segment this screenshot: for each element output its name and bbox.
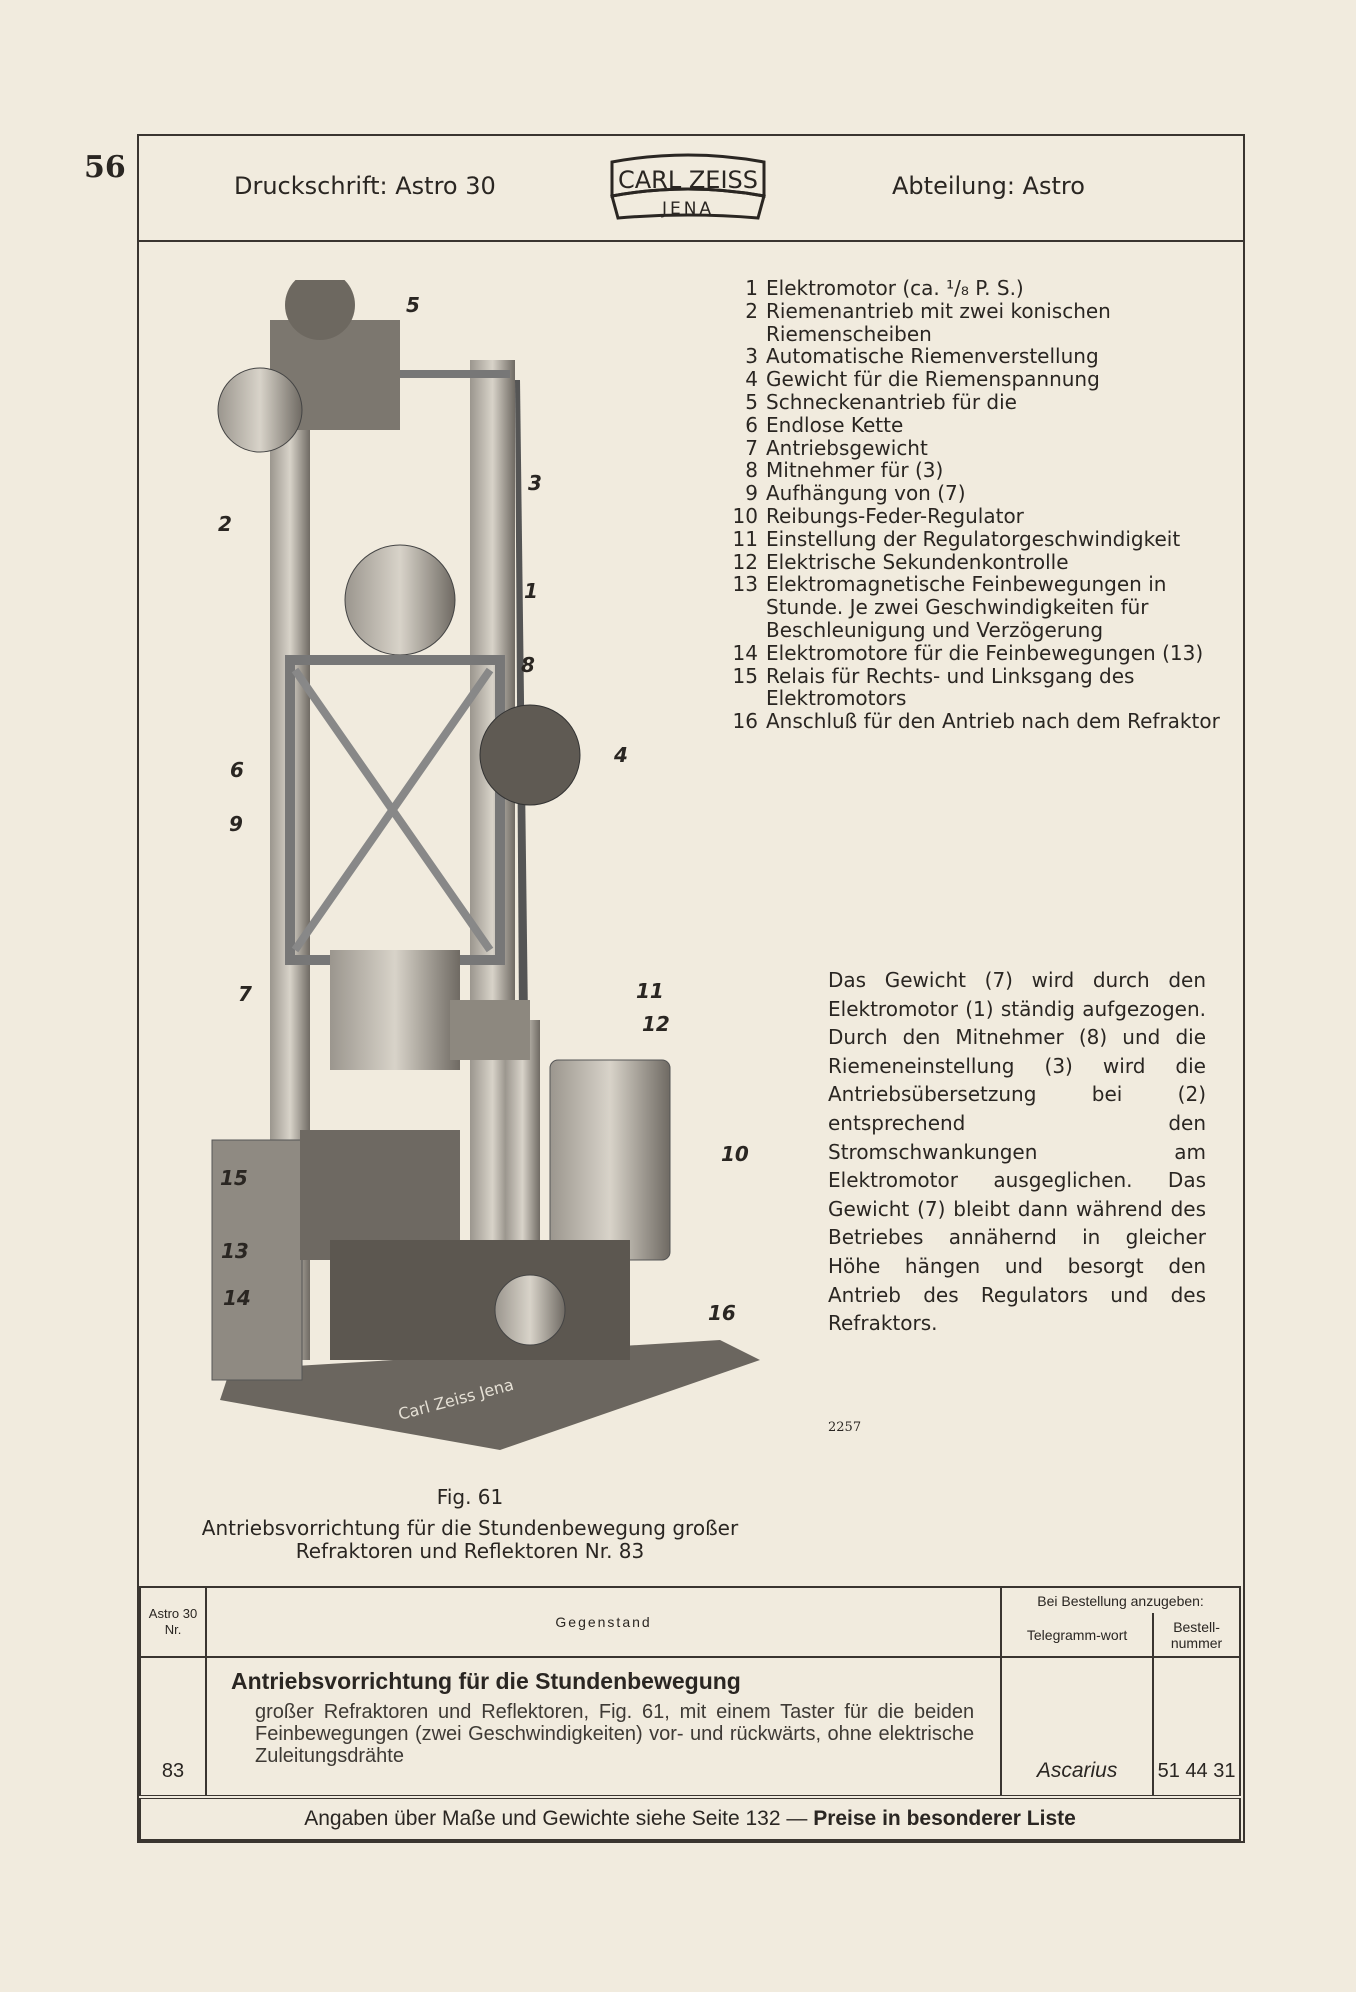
part-number: 14 bbox=[732, 640, 758, 665]
part-label: Riemenantrieb mit zwei konischen Riemens… bbox=[766, 298, 1111, 346]
callout-15: 15 bbox=[220, 1166, 248, 1190]
svg-text:CARL ZEISS: CARL ZEISS bbox=[618, 166, 758, 194]
part-label: Antriebsgewicht bbox=[766, 435, 928, 460]
parts-list-item: 13 Elektromagnetische Feinbewegungen in S… bbox=[728, 572, 1238, 642]
figure-caption-text: Antriebsvorrichtung für die Stundenbeweg… bbox=[201, 1516, 739, 1563]
footer-text: Angaben über Maße und Gewichte siehe Sei… bbox=[304, 1807, 814, 1830]
figure-label: Fig. 61 bbox=[436, 1485, 504, 1509]
telegram-word: Ascarius bbox=[1000, 1656, 1155, 1798]
part-number: 13 bbox=[732, 572, 758, 597]
part-number: 2 bbox=[745, 298, 758, 323]
parts-list-item: 8 Mitnehmer für (3) bbox=[728, 459, 1238, 482]
callout-8: 8 bbox=[521, 653, 535, 677]
print-reference: Druckschrift: Astro 30 bbox=[234, 172, 496, 200]
part-label: Endlose Kette bbox=[766, 412, 904, 437]
table-row: 83 Antriebsvorrichtung für die Stundenbe… bbox=[139, 1656, 1241, 1798]
part-number: 4 bbox=[745, 367, 758, 392]
part-number: 3 bbox=[745, 344, 758, 369]
order-number: 51 44 31 bbox=[1152, 1656, 1241, 1798]
parts-list-item: 9 Aufhängung von (7) bbox=[728, 482, 1238, 505]
callout-4: 4 bbox=[614, 743, 628, 767]
part-number: 16 bbox=[732, 709, 758, 734]
page-number: 56 bbox=[84, 150, 126, 185]
part-label: Elektromagnetische Feinbewegungen in Stu… bbox=[766, 572, 1167, 642]
part-number: 7 bbox=[745, 435, 758, 460]
item-number: 83 bbox=[139, 1656, 207, 1798]
part-label: Elektromotore für die Feinbewegungen (13… bbox=[766, 640, 1204, 665]
footer-note: Angaben über Maße und Gewichte siehe Sei… bbox=[139, 1795, 1241, 1841]
order-table: Astro 30 Nr. Gegenstand Bei Bestellung a… bbox=[139, 1586, 1241, 1841]
machine-photo: Carl Zeiss Jena bbox=[211, 280, 760, 1450]
department: Abteilung: Astro bbox=[892, 172, 1085, 200]
callout-9: 9 bbox=[229, 812, 243, 836]
parts-list-item: 7 Antriebsgewicht bbox=[728, 435, 1238, 460]
parts-list-item: 15 Relais für Rechts- und Linksgang des E… bbox=[728, 663, 1238, 711]
col-header-item: Gegenstand bbox=[204, 1586, 1003, 1658]
part-number: 12 bbox=[732, 549, 758, 574]
callout-13: 13 bbox=[221, 1239, 249, 1263]
svg-text:JENA: JENA bbox=[661, 199, 714, 219]
parts-list-item: 1 Elektromotor (ca. ¹/₈ P. S.) bbox=[728, 277, 1238, 300]
part-label: Anschluß für den Antrieb nach dem Refrak… bbox=[766, 709, 1220, 734]
part-number: 9 bbox=[745, 481, 758, 506]
callout-12: 12 bbox=[642, 1012, 670, 1036]
part-label: Gewicht für die Riemenspannung bbox=[766, 367, 1100, 392]
part-number: 1 bbox=[745, 276, 758, 300]
col-header-telegram: Telegramm-wort bbox=[1000, 1613, 1155, 1658]
part-label: Elektromotor (ca. ¹/₈ P. S.) bbox=[766, 276, 1024, 300]
footer-price-note: Preise in besonderer Liste bbox=[813, 1807, 1076, 1830]
callout-7: 7 bbox=[238, 982, 252, 1006]
callout-11: 11 bbox=[636, 979, 664, 1003]
callout-5: 5 bbox=[406, 293, 420, 317]
part-number: 10 bbox=[732, 503, 758, 528]
item-title: Antriebsvorrichtung für die Stundenbeweg… bbox=[231, 1668, 741, 1694]
parts-list-item: 11 Einstellung der Regulatorgeschwindigke… bbox=[728, 526, 1238, 551]
part-label: Schneckenantrieb für die bbox=[766, 389, 1017, 414]
part-number: 15 bbox=[732, 663, 758, 688]
callout-14: 14 bbox=[223, 1286, 251, 1310]
header-divider bbox=[137, 240, 1243, 242]
parts-list-item: 2 Riemenantrieb mit zwei konischen Riemen… bbox=[728, 298, 1238, 346]
part-label: Aufhängung von (7) bbox=[766, 481, 966, 506]
page-frame bbox=[137, 134, 1245, 1843]
part-label: Mitnehmer für (3) bbox=[766, 458, 944, 483]
part-label: Reibungs-Feder-Regulator bbox=[766, 503, 1024, 528]
col-header-nr: Astro 30 Nr. bbox=[139, 1586, 207, 1658]
parts-list-item: 3 Automatische Riemenverstellung bbox=[728, 345, 1238, 368]
callout-1: 1 bbox=[524, 579, 538, 603]
callout-2: 2 bbox=[218, 512, 232, 536]
part-number: 8 bbox=[745, 458, 758, 483]
part-label: Automatische Riemenverstellung bbox=[766, 344, 1099, 369]
parts-list-item: 10 Reibungs-Feder-Regulator bbox=[728, 505, 1238, 528]
description-paragraph: Das Gewicht (7) wird durch den Elektromo… bbox=[828, 968, 1206, 1336]
callout-10: 10 bbox=[721, 1142, 749, 1166]
figure-caption: Fig. 61 Antriebsvorrichtung für die Stun… bbox=[170, 1486, 770, 1563]
col-header-order: Bei Bestellung anzugeben: bbox=[1000, 1586, 1241, 1613]
parts-list: 1 Elektromotor (ca. ¹/₈ P. S.) 2 Riemenantr… bbox=[728, 277, 1238, 733]
col-header-order-number: Bestell-nummer bbox=[1152, 1613, 1241, 1658]
parts-list-item: 12 Elektrische Sekundenkontrolle bbox=[728, 549, 1238, 574]
callout-3: 3 bbox=[528, 471, 542, 495]
parts-list-item: 14 Elektromotore für die Feinbewegungen (… bbox=[728, 640, 1238, 665]
part-label: Elektrische Sekundenkontrolle bbox=[766, 549, 1069, 574]
image-code: 2257 bbox=[828, 1420, 862, 1435]
parts-list-item: 4 Gewicht für die Riemenspannung bbox=[728, 368, 1238, 391]
part-number: 5 bbox=[745, 389, 758, 414]
item-description: großer Refraktoren und Reflektoren, Fig.… bbox=[255, 1701, 975, 1767]
zeiss-logo: CARL ZEISS JENA bbox=[610, 153, 766, 220]
parts-list-item: 16 Anschluß für den Antrieb nach dem Refr… bbox=[728, 710, 1238, 733]
parts-list-item: 5 Schneckenantrieb für die bbox=[728, 391, 1238, 414]
part-number: 6 bbox=[745, 412, 758, 437]
callout-16: 16 bbox=[708, 1301, 736, 1325]
part-label: Relais für Rechts- und Linksgang des Ele… bbox=[766, 663, 1135, 711]
callout-6: 6 bbox=[230, 758, 244, 782]
parts-list-item: 6 Endlose Kette bbox=[728, 412, 1238, 437]
part-label: Einstellung der Regulatorgeschwindigkeit bbox=[766, 526, 1181, 551]
part-number: 11 bbox=[732, 526, 758, 551]
